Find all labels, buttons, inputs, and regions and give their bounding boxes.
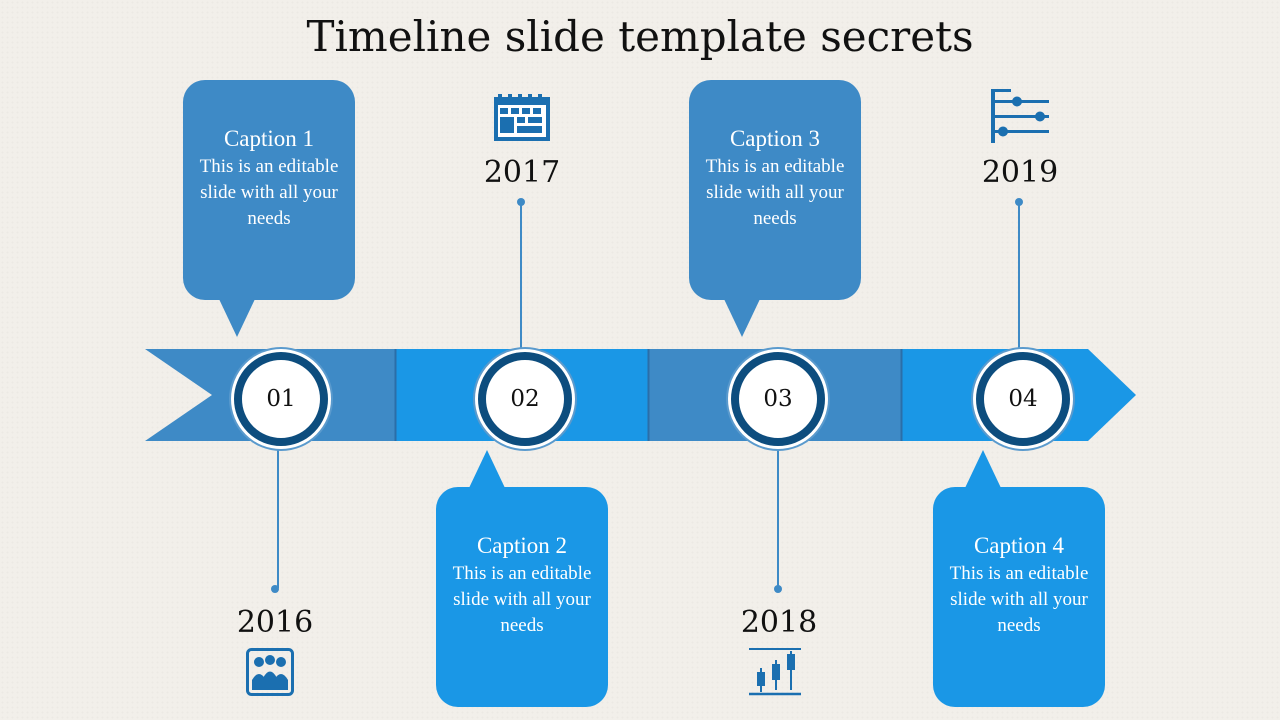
year-4: 2019	[981, 155, 1059, 190]
connector-dot-1	[271, 585, 279, 593]
caption-title-1: Caption 1	[223, 126, 315, 151]
calendar-icon	[494, 94, 550, 141]
year-2: 2017	[483, 155, 561, 190]
connector-dot-2	[517, 198, 525, 206]
caption-title-3: Caption 3	[729, 126, 821, 151]
slide-title: Timeline slide template secrets	[306, 12, 974, 61]
bubble-tail-3	[724, 299, 760, 337]
users-icon	[246, 648, 294, 696]
sliders-icon	[991, 89, 1049, 143]
step-number-4: 04	[976, 352, 1070, 446]
connector-2	[520, 203, 522, 353]
caption-body-3: This is an editable slide with all your …	[705, 156, 845, 229]
connector-4	[1018, 203, 1020, 353]
bubble-tail-2	[469, 450, 505, 488]
step-number-2: 02	[478, 352, 572, 446]
connector-1	[277, 438, 279, 588]
caption-body-2: This is an editable slide with all your …	[452, 563, 592, 636]
connector-dot-4	[1015, 198, 1023, 206]
year-1: 2016	[236, 605, 314, 640]
connector-3	[777, 438, 779, 588]
step-number-1: 01	[234, 352, 328, 446]
caption-bubble-3: Caption 3 This is an editable slide with…	[689, 80, 861, 300]
step-number-3: 03	[731, 352, 825, 446]
caption-bubble-2: Caption 2 This is an editable slide with…	[436, 487, 608, 707]
caption-title-2: Caption 2	[476, 533, 568, 558]
bubble-tail-4	[965, 450, 1001, 488]
candlestick-chart-icon	[749, 648, 801, 696]
caption-bubble-1: Caption 1 This is an editable slide with…	[183, 80, 355, 300]
caption-body-1: This is an editable slide with all your …	[199, 156, 339, 229]
year-3: 2018	[740, 605, 818, 640]
caption-body-4: This is an editable slide with all your …	[949, 563, 1089, 636]
connector-dot-3	[774, 585, 782, 593]
caption-bubble-4: Caption 4 This is an editable slide with…	[933, 487, 1105, 707]
caption-title-4: Caption 4	[973, 533, 1065, 558]
bubble-tail-1	[219, 299, 255, 337]
